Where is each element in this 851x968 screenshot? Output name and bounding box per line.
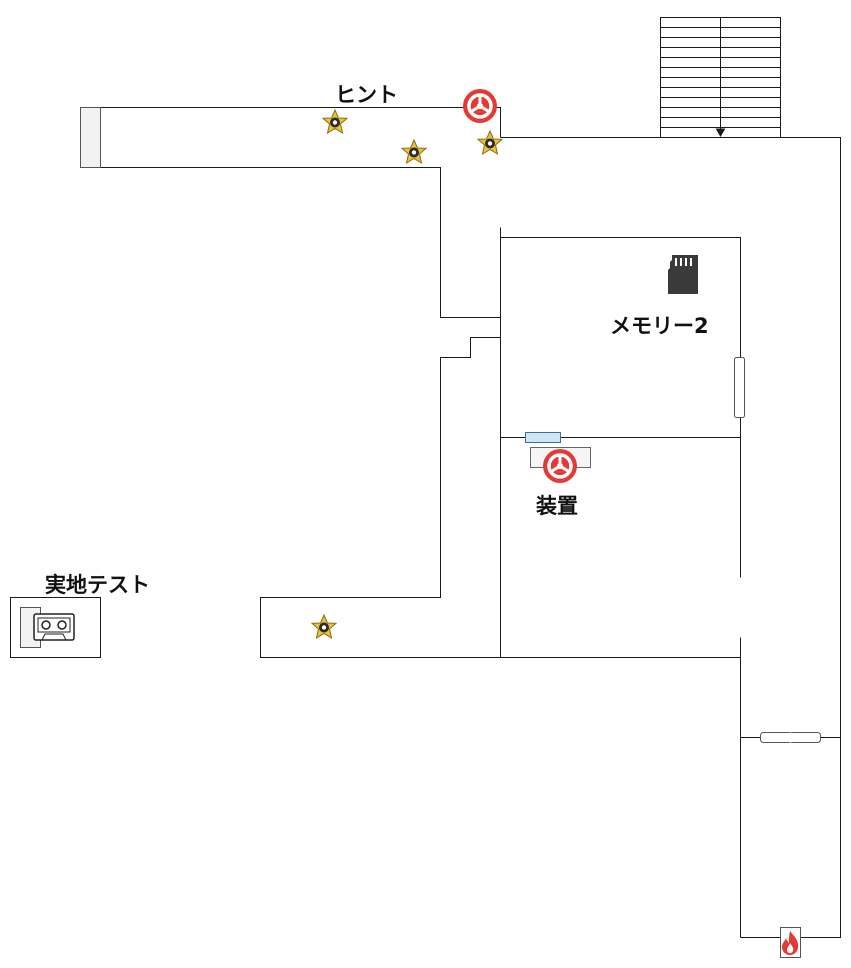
entrance-panel [80,107,101,168]
memory-label: メモリー2 [610,314,709,338]
valve-wheel-icon [461,87,499,125]
field-test-label: 実地テスト [45,573,150,597]
fire-icon [780,927,801,958]
valve-wheel-icon [541,447,579,485]
star-coin-icon [401,139,427,164]
hint-label: ヒント [335,83,398,107]
cassette-tape-icon [33,613,75,641]
star-coin-icon [477,130,503,155]
sd-card-icon [668,255,698,294]
star-coin-icon [311,614,337,639]
star-coin-icon [322,109,348,134]
door-memory-room [734,357,745,418]
device-label: 装置 [536,494,578,518]
door-device-room [525,432,561,443]
stairs-icon [660,27,781,138]
walls [10,17,841,938]
